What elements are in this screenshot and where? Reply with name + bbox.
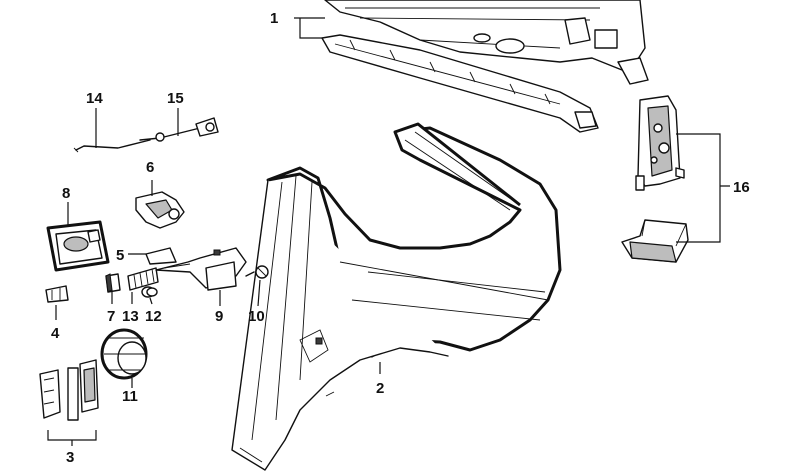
callout-11: 11 bbox=[122, 388, 138, 405]
part-5-bracket[interactable] bbox=[145, 247, 177, 265]
callout-5: 5 bbox=[116, 247, 124, 264]
part-9-actuator[interactable] bbox=[155, 247, 247, 291]
part-16-bracket[interactable] bbox=[635, 95, 685, 191]
part-15-cable[interactable] bbox=[139, 117, 219, 142]
callout-labels: 1 2 3 4 5 6 7 8 9 10 11 12 13 14 15 16 bbox=[51, 10, 750, 466]
part-10-screw[interactable] bbox=[245, 265, 269, 279]
callout-3: 3 bbox=[66, 449, 74, 466]
part-16-pad[interactable] bbox=[621, 219, 689, 263]
callout-12: 12 bbox=[145, 308, 162, 325]
callout-9: 9 bbox=[215, 308, 223, 325]
callout-1: 1 bbox=[270, 10, 278, 27]
callout-13: 13 bbox=[122, 308, 139, 325]
part-3-lock-assembly[interactable] bbox=[39, 359, 99, 421]
callout-16: 16 bbox=[733, 179, 750, 196]
part-12-bushing[interactable] bbox=[141, 286, 158, 298]
callout-7: 7 bbox=[107, 308, 115, 325]
part-13-spring[interactable] bbox=[127, 267, 159, 291]
callout-8: 8 bbox=[62, 185, 70, 202]
callout-10: 10 bbox=[248, 308, 265, 325]
part-14-rod[interactable] bbox=[73, 139, 151, 153]
callout-15: 15 bbox=[167, 90, 184, 107]
part-11-filler-ring[interactable] bbox=[100, 328, 148, 380]
part-1-crossmember[interactable] bbox=[321, 0, 649, 133]
callout-4: 4 bbox=[51, 325, 60, 342]
callout-6: 6 bbox=[146, 159, 154, 176]
part-8-filler-flap[interactable] bbox=[46, 220, 110, 272]
part-7-buffer[interactable] bbox=[105, 273, 121, 293]
part-4-clip[interactable] bbox=[45, 285, 69, 303]
callout-2: 2 bbox=[376, 380, 384, 397]
part-2-quarter-panel[interactable] bbox=[231, 122, 562, 471]
callout-14: 14 bbox=[86, 90, 103, 107]
leader-lines bbox=[47, 17, 730, 446]
part-6-hinge[interactable] bbox=[135, 191, 185, 229]
